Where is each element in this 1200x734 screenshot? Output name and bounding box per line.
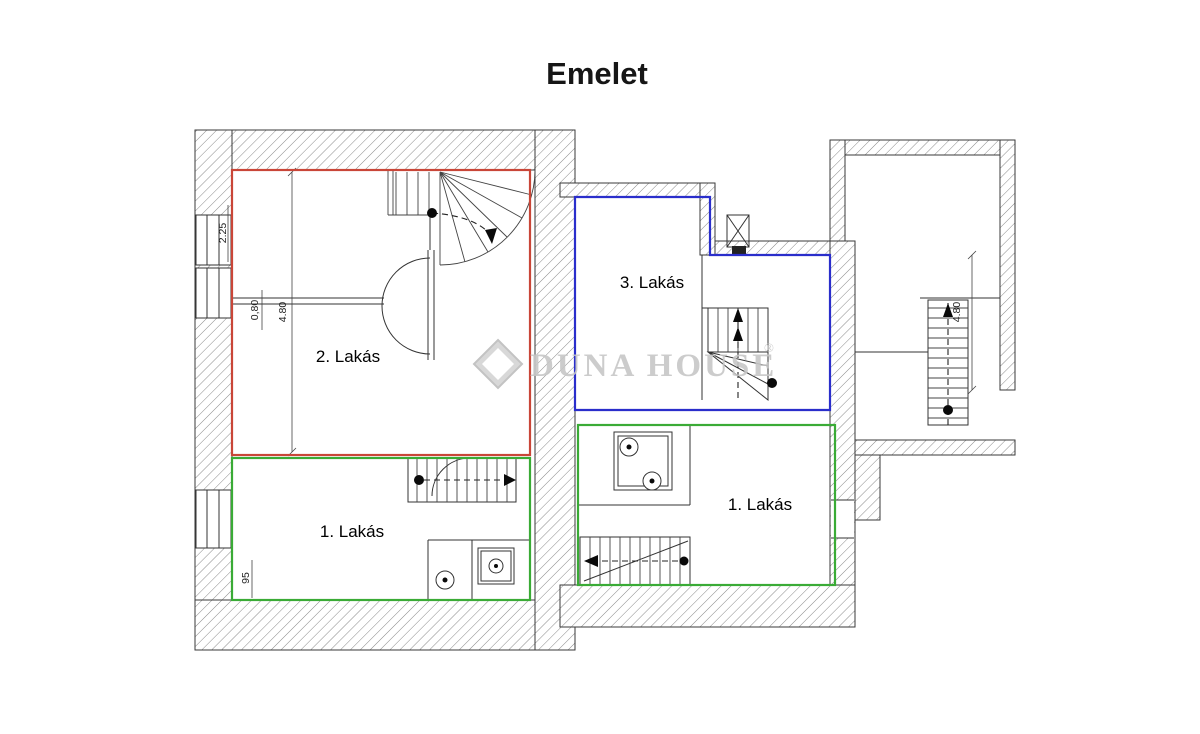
- bathroom-walls: [578, 425, 691, 506]
- sink-dot: [442, 577, 448, 583]
- stair-unit1-left: [407, 457, 517, 503]
- unit1-left-label: 1. Lakás: [320, 522, 384, 541]
- door-opening: [831, 500, 854, 538]
- stair-unit3: [706, 307, 777, 402]
- unit1-right-label: 1. Lakás: [728, 495, 792, 514]
- chimney-cross: [726, 214, 750, 248]
- wall-segment: [854, 454, 881, 521]
- unit1-left-outline: [230, 456, 532, 602]
- unit3-label: 3. Lakás: [620, 273, 684, 292]
- dim-line: [287, 167, 297, 457]
- unit1-right-outline: [576, 423, 837, 587]
- bathroom-walls: [427, 539, 530, 600]
- stair-start-dot: [414, 475, 424, 485]
- stair-arc: [439, 169, 536, 266]
- stair-direction-arrow: [485, 228, 497, 244]
- wall-segment: [534, 129, 576, 651]
- stair-walkline: [431, 212, 489, 233]
- unit2-outline: [230, 168, 532, 457]
- stair-start-dot: [679, 556, 689, 566]
- drain-dot: [626, 444, 632, 450]
- stair-direction-arrow: [943, 303, 953, 317]
- partition-walls-unit2: [232, 215, 435, 360]
- dim-label: 4.80: [951, 302, 963, 323]
- partitions-layer: [232, 214, 928, 497]
- stair-direction-arrow: [733, 308, 743, 322]
- unit3-outline: [573, 195, 832, 412]
- dim-line: [967, 250, 977, 395]
- window: [195, 214, 232, 266]
- stair-direction-arrow: [504, 474, 516, 486]
- wall-segment: [559, 182, 716, 198]
- duna-house-diamond-inner-icon: [482, 348, 514, 380]
- stair-direction-arrow: [733, 327, 743, 341]
- fixtures-layer: [427, 425, 691, 600]
- flue: [732, 246, 746, 255]
- watermark-text: Duna House: [530, 348, 777, 384]
- window-glazing: [206, 490, 220, 548]
- walls-layer: [194, 129, 1016, 651]
- window-glazing: [206, 268, 220, 318]
- wall-segment: [854, 439, 1016, 456]
- stair-direction-arrow: [584, 555, 598, 567]
- watermark-registered-mark: ®: [764, 340, 774, 355]
- wall-segment: [194, 129, 561, 171]
- window: [195, 489, 232, 549]
- door-arc: [431, 457, 471, 497]
- watermark: Duna House ®: [472, 338, 777, 390]
- stair-treads: [416, 458, 508, 502]
- door-arc: [381, 305, 431, 355]
- wall-segment: [999, 139, 1016, 391]
- wall-segment: [829, 139, 846, 242]
- stair-right-block: [920, 297, 1000, 426]
- stair-start-dot: [943, 405, 953, 415]
- window: [195, 267, 232, 319]
- labels-layer: Emelet 2. Lakás 3. Lakás 1. Lakás 1. Lak…: [316, 56, 792, 541]
- stair-start-dot: [767, 378, 777, 388]
- sink-dot: [649, 478, 655, 484]
- window-glazing: [206, 215, 220, 265]
- door-arc: [381, 257, 431, 307]
- wall-segment: [699, 182, 716, 256]
- wall-segment: [559, 584, 856, 628]
- unit-outlines-layer: [230, 168, 837, 602]
- stair-unit1-right: [579, 536, 691, 586]
- dim-label: 0,80: [249, 300, 261, 321]
- wall-segment: [829, 139, 1016, 156]
- dim-label: 4.80: [277, 302, 289, 323]
- unit2-label: 2. Lakás: [316, 347, 380, 366]
- dim-label: 2.25: [217, 223, 229, 244]
- stairs-layer: [387, 169, 1000, 586]
- dim-label: 95: [240, 572, 252, 584]
- stair-unit2: [387, 169, 536, 266]
- stair-treads: [387, 170, 432, 216]
- drain-dot: [494, 564, 498, 568]
- page-title: Emelet: [546, 56, 648, 91]
- dimensions-layer: 4.80 0,80 2.25 95 4.80: [217, 167, 977, 598]
- stair-treads: [439, 171, 533, 265]
- stair-start-dot: [427, 208, 437, 218]
- wall-segment: [194, 599, 576, 651]
- wall-segment: [194, 129, 233, 651]
- windows-layer: [195, 214, 854, 549]
